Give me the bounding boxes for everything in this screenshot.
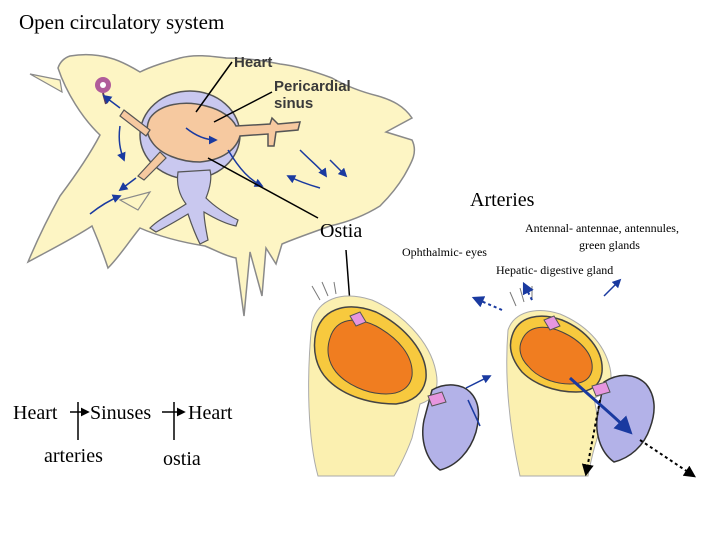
pericardial-label-line1: Pericardial [274,78,351,95]
flow-sinuses: Sinuses [90,402,152,424]
arteries-label: Arteries [470,189,535,211]
antennal-label-line2: green glands [579,238,640,252]
flow-heart-end: Heart [188,402,233,424]
flow-heart-start: Heart [13,402,58,424]
ventricle-outflow-arrows [465,278,696,478]
heart-systole-detail [506,286,655,477]
ostia-label: Ostia [320,220,363,242]
heart-shape [119,102,301,181]
page-title: Open circulatory system [19,10,225,34]
heart-diastole-detail [308,281,480,477]
heart-label: Heart [234,54,273,71]
antennal-label-line1: Antennal- antennae, antennules, [525,221,679,235]
flow-connectors [70,402,186,440]
ophthalmic-label: Ophthalmic- eyes [402,245,487,259]
hemolymph-flow-arrows [89,94,348,215]
flow-ostia: ostia [163,448,201,470]
hepatic-label: Hepatic- digestive gland [496,263,614,277]
pericardial-label-line2: sinus [274,95,314,112]
flow-arteries: arteries [44,445,103,467]
crustacean-body [26,53,416,317]
